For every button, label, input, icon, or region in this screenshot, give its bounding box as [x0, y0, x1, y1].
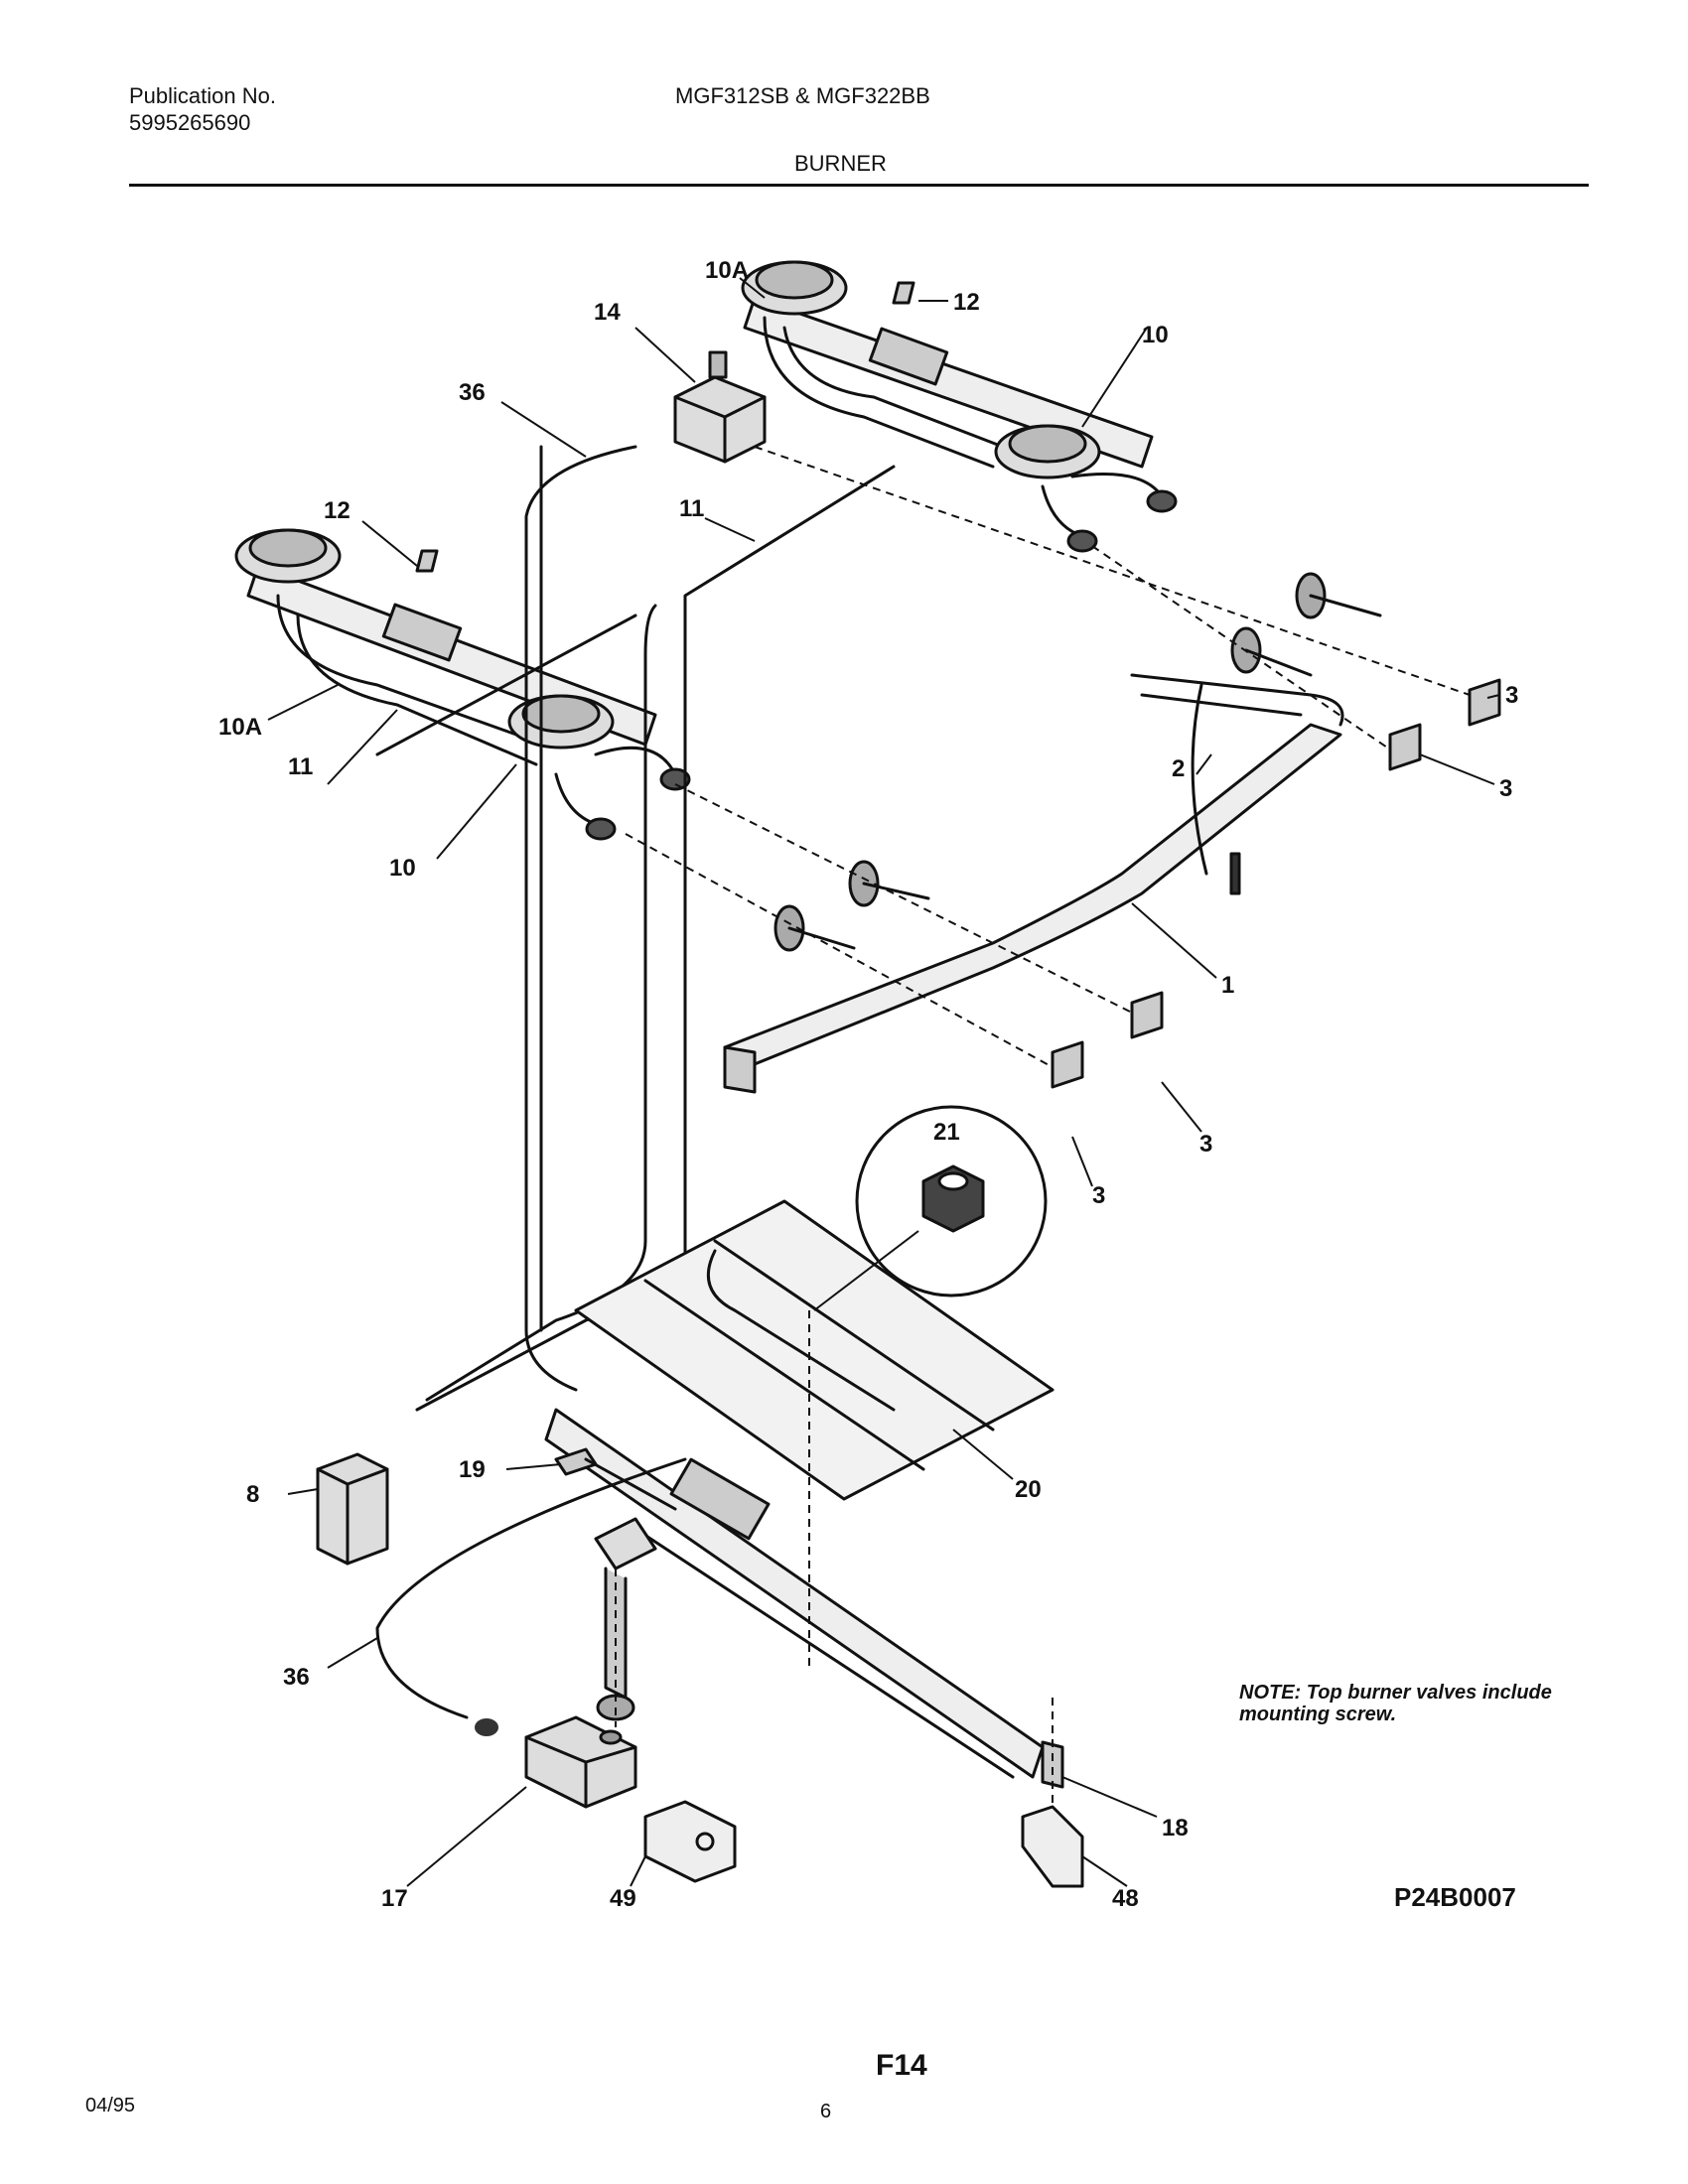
- burner-assembly-right: [741, 260, 1178, 553]
- burner-valves: [774, 572, 1382, 952]
- bracket-49: [643, 1800, 737, 1883]
- figure-id: F14: [876, 2049, 927, 2082]
- igniter-block: [316, 1452, 389, 1566]
- callout-12-left: 12: [324, 497, 351, 524]
- tubing-2: [1191, 683, 1208, 876]
- callout-20: 20: [1015, 1476, 1042, 1503]
- note-text: NOTE: Top burner valves include mounting…: [1239, 1682, 1552, 1725]
- publication-number: 5995265690: [129, 110, 251, 135]
- callout-11-left: 11: [288, 753, 313, 780]
- valve-brackets: [1051, 678, 1501, 1089]
- callout-21: 21: [933, 1119, 960, 1146]
- oven-valve: [524, 1715, 637, 1809]
- callout-17: 17: [381, 1885, 408, 1912]
- callout-2: 2: [1172, 755, 1185, 782]
- callout-36-top: 36: [459, 379, 486, 406]
- callout-10a-top: 10A: [705, 257, 749, 284]
- callout-11-top: 11: [679, 495, 704, 522]
- bracket-48: [1021, 1805, 1084, 1888]
- callout-12-top: 12: [953, 289, 980, 316]
- screw: [1229, 852, 1241, 895]
- callout-14: 14: [594, 299, 621, 326]
- callout-49: 49: [610, 1885, 636, 1912]
- detail-circle: [855, 1105, 1048, 1297]
- gas-line-36: [375, 1457, 687, 1719]
- callout-3-d: 3: [1092, 1182, 1105, 1209]
- leader-lines: [267, 277, 1500, 1887]
- callout-3-c: 3: [1199, 1131, 1212, 1158]
- alignment-lines: [615, 446, 1471, 1807]
- pressure-regulator: [673, 350, 767, 464]
- footer-date: 04/95: [85, 2095, 136, 2116]
- page-number: 6: [820, 2101, 832, 2122]
- callout-36-bottom: 36: [283, 1664, 310, 1691]
- callout-10-left: 10: [389, 855, 416, 882]
- manifold-pipe: [723, 673, 1344, 1094]
- section-title: BURNER: [794, 151, 887, 176]
- callout-18: 18: [1162, 1815, 1189, 1842]
- callout-1: 1: [1221, 972, 1234, 999]
- burner-shield: [574, 1199, 1055, 1501]
- figure-code: P24B0007: [1394, 1882, 1516, 1912]
- callout-3-b: 3: [1499, 775, 1512, 802]
- oven-igniter: [554, 1447, 677, 1511]
- callout-48: 48: [1112, 1885, 1139, 1912]
- callout-labels: 10A 14 12 10 36 11 12 10A 11 10 3 3 2 1 …: [218, 257, 1518, 1912]
- callout-19: 19: [459, 1456, 486, 1483]
- callout-10-top: 10: [1142, 322, 1169, 348]
- callout-8: 8: [246, 1481, 259, 1508]
- publication-label: Publication No.: [129, 83, 276, 108]
- burner-assembly-left: [234, 528, 691, 841]
- header-rule: [129, 184, 1589, 187]
- callout-3-a: 3: [1505, 682, 1518, 709]
- callout-10a-left: 10A: [218, 714, 262, 741]
- model-numbers: MGF312SB & MGF322BB: [675, 83, 930, 108]
